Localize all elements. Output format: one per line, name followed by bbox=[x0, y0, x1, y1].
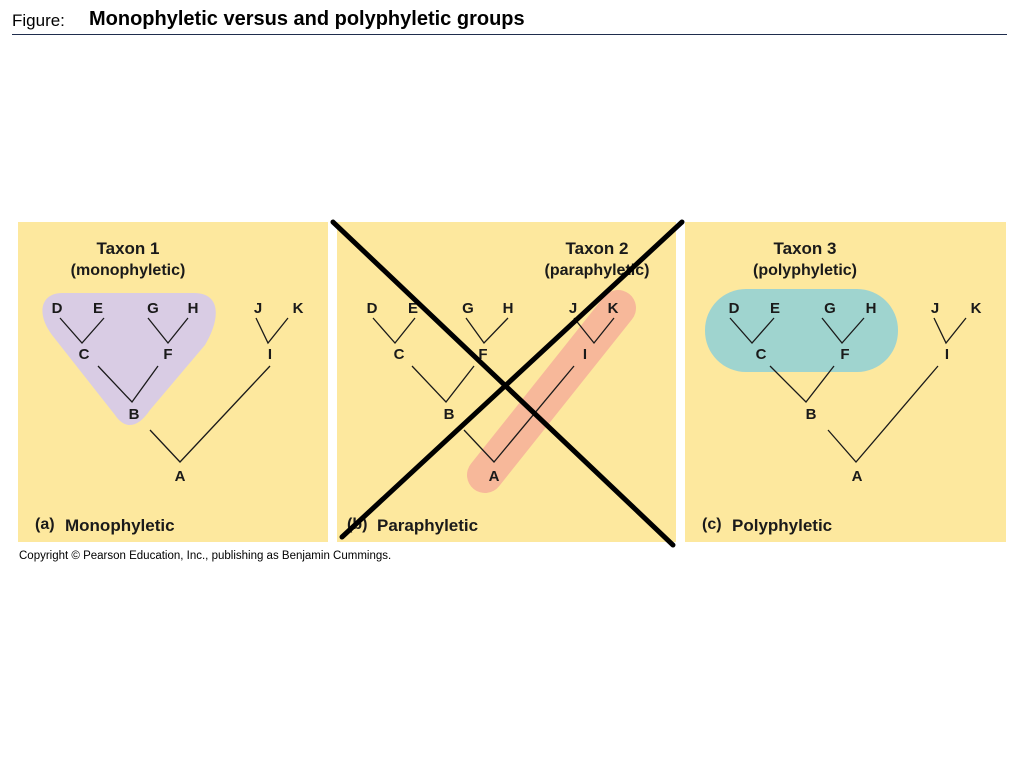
taxon-3-title: Taxon 3 bbox=[774, 239, 837, 258]
node-j: J bbox=[931, 300, 939, 317]
panel-c-branches bbox=[729, 317, 967, 463]
node-k: K bbox=[971, 300, 982, 317]
node-c: C bbox=[394, 346, 405, 363]
caption-letter-a: (a) bbox=[35, 516, 55, 533]
node-g: G bbox=[824, 300, 836, 317]
node-f: F bbox=[163, 346, 172, 363]
slide-title: Monophyletic versus and polyphyletic gro… bbox=[89, 8, 525, 30]
node-a: A bbox=[852, 468, 863, 485]
node-i: I bbox=[583, 346, 587, 363]
node-f: F bbox=[478, 346, 487, 363]
node-j: J bbox=[254, 300, 262, 317]
node-c: C bbox=[756, 346, 767, 363]
node-d: D bbox=[52, 300, 63, 317]
taxon-1-title: Taxon 1 bbox=[97, 239, 160, 258]
node-h: H bbox=[866, 300, 877, 317]
node-a: A bbox=[489, 468, 500, 485]
node-d: D bbox=[367, 300, 378, 317]
cross-out-mark bbox=[330, 219, 685, 548]
panel-b-branches bbox=[372, 317, 615, 463]
node-b: B bbox=[806, 406, 817, 423]
node-i: I bbox=[268, 346, 272, 363]
taxon-2-title: Taxon 2 bbox=[566, 239, 629, 258]
node-k: K bbox=[608, 300, 619, 317]
node-i: I bbox=[945, 346, 949, 363]
node-g: G bbox=[462, 300, 474, 317]
caption-polyphyletic: Polyphyletic bbox=[732, 516, 832, 535]
taxon-1-subtitle: (monophyletic) bbox=[71, 262, 186, 279]
node-b: B bbox=[444, 406, 455, 423]
node-c: C bbox=[79, 346, 90, 363]
node-b: B bbox=[129, 406, 140, 423]
taxon-3-subtitle: (polyphyletic) bbox=[753, 262, 857, 279]
copyright-notice: Copyright © Pearson Education, Inc., pub… bbox=[19, 550, 392, 562]
node-e: E bbox=[770, 300, 780, 317]
panel-polyphyletic: Taxon 3 (polyphyletic) D E G H J K C F I… bbox=[685, 222, 1006, 542]
panel-a-highlight bbox=[42, 293, 216, 426]
figure-prefix: Figure: bbox=[12, 11, 65, 30]
caption-paraphyletic: Paraphyletic bbox=[377, 516, 478, 535]
node-f: F bbox=[840, 346, 849, 363]
node-k: K bbox=[293, 300, 304, 317]
node-d: D bbox=[729, 300, 740, 317]
panel-monophyletic: Taxon 1 (monophyletic) D E G H J K C F I… bbox=[18, 222, 328, 542]
caption-monophyletic: Monophyletic bbox=[65, 516, 175, 535]
panel-c-highlight bbox=[705, 289, 898, 372]
node-e: E bbox=[93, 300, 103, 317]
panel-c-background bbox=[685, 222, 1006, 542]
caption-letter-c: (c) bbox=[702, 516, 722, 533]
node-h: H bbox=[503, 300, 514, 317]
node-e: E bbox=[408, 300, 418, 317]
node-a: A bbox=[175, 468, 186, 485]
node-g: G bbox=[147, 300, 159, 317]
panel-a-branches bbox=[59, 317, 289, 463]
slide-header: Figure: Monophyletic versus and polyphyl… bbox=[12, 6, 1007, 35]
node-j: J bbox=[569, 300, 577, 317]
node-h: H bbox=[188, 300, 199, 317]
